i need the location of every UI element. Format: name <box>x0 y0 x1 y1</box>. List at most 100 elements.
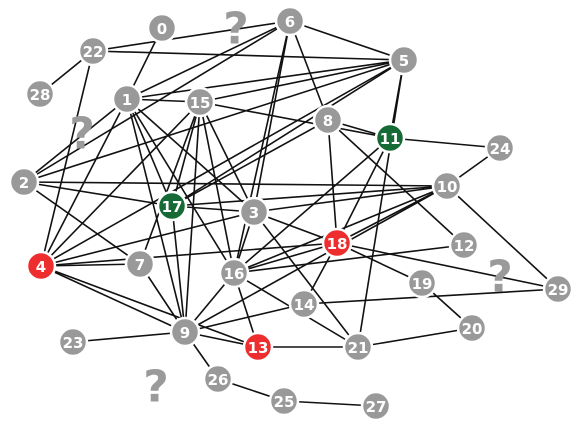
node-circle[interactable] <box>484 132 516 164</box>
node-circle[interactable] <box>242 331 274 363</box>
node-circle[interactable] <box>184 86 216 118</box>
node-circle[interactable] <box>312 104 344 136</box>
node-circle[interactable] <box>156 190 188 222</box>
node-label: 23 <box>63 334 84 352</box>
node-12[interactable]: 12 <box>448 229 480 261</box>
edge-5-1 <box>126 59 405 100</box>
node-circle[interactable] <box>24 78 56 110</box>
node-23[interactable]: 23 <box>57 326 89 358</box>
node-circle[interactable] <box>124 248 156 280</box>
node-circle[interactable] <box>111 83 143 115</box>
node-label: 8 <box>323 112 333 130</box>
node-label: 12 <box>454 237 475 255</box>
node-circle[interactable] <box>274 5 306 37</box>
node-9[interactable]: 9 <box>169 316 201 348</box>
node-17[interactable]: 17 <box>156 190 188 222</box>
node-14[interactable]: 14 <box>288 288 320 320</box>
edge-4-13 <box>40 265 259 348</box>
node-0[interactable]: 0 <box>146 12 178 44</box>
node-22[interactable]: 22 <box>77 35 109 67</box>
node-18[interactable]: 18 <box>321 227 353 259</box>
edge-6-1 <box>126 20 291 100</box>
node-circle[interactable] <box>77 35 109 67</box>
node-circle[interactable] <box>342 331 374 363</box>
node-24[interactable]: 24 <box>484 132 516 164</box>
node-circle[interactable] <box>456 312 488 344</box>
node-label: 29 <box>548 281 569 299</box>
node-3[interactable]: 3 <box>238 196 270 228</box>
edge-8-18 <box>327 119 338 244</box>
edge-15-11 <box>199 101 391 139</box>
node-label: 26 <box>208 371 229 389</box>
node-7[interactable]: 7 <box>124 248 156 280</box>
node-circle[interactable] <box>146 12 178 44</box>
node-8[interactable]: 8 <box>312 104 344 136</box>
node-label: 22 <box>83 43 104 61</box>
edge-4-7 <box>40 263 141 267</box>
edge-9-23 <box>72 331 186 343</box>
node-21[interactable]: 21 <box>342 331 374 363</box>
edge-10-9 <box>184 185 448 333</box>
node-13[interactable]: 13 <box>242 331 274 363</box>
node-1[interactable]: 1 <box>111 83 143 115</box>
node-circle[interactable] <box>169 316 201 348</box>
node-label: 6 <box>285 13 295 31</box>
node-label: 28 <box>30 86 51 104</box>
node-circle[interactable] <box>268 385 300 417</box>
node-19[interactable]: 19 <box>406 267 438 299</box>
edge-18-16 <box>233 242 338 274</box>
node-label: 9 <box>180 324 190 342</box>
node-26[interactable]: 26 <box>202 363 234 395</box>
node-label: 1 <box>122 91 132 109</box>
edge-14-9 <box>184 303 305 333</box>
node-25[interactable]: 25 <box>268 385 300 417</box>
node-2[interactable]: 2 <box>8 166 40 198</box>
edge-1-17 <box>126 98 173 207</box>
node-circle[interactable] <box>542 273 574 305</box>
node-28[interactable]: 28 <box>24 78 56 110</box>
node-20[interactable]: 20 <box>456 312 488 344</box>
node-label: 10 <box>437 178 458 196</box>
node-label: 3 <box>249 204 259 222</box>
node-4[interactable]: 4 <box>25 250 57 282</box>
edge-5-21 <box>357 59 405 348</box>
node-label: 21 <box>348 339 369 357</box>
question-mark-icon: ? <box>223 4 249 55</box>
edge-17-10 <box>171 185 448 207</box>
node-label: 15 <box>190 94 211 112</box>
node-label: 25 <box>274 393 295 411</box>
node-circle[interactable] <box>388 44 420 76</box>
node-circle[interactable] <box>57 326 89 358</box>
edge-22-4 <box>40 50 94 267</box>
node-6[interactable]: 6 <box>274 5 306 37</box>
edge-15-3 <box>199 101 255 213</box>
node-16[interactable]: 16 <box>218 257 250 289</box>
node-circle[interactable] <box>406 267 438 299</box>
edge-5-2 <box>23 59 405 183</box>
node-circle[interactable] <box>8 166 40 198</box>
node-27[interactable]: 27 <box>360 390 392 422</box>
node-29[interactable]: 29 <box>542 273 574 305</box>
node-circle[interactable] <box>238 196 270 228</box>
edge-18-29 <box>336 242 559 290</box>
node-circle[interactable] <box>448 229 480 261</box>
node-circle[interactable] <box>321 227 353 259</box>
node-5[interactable]: 5 <box>388 44 420 76</box>
node-circle[interactable] <box>25 250 57 282</box>
node-label: 11 <box>380 130 401 148</box>
node-circle[interactable] <box>202 363 234 395</box>
edge-4-18 <box>40 242 338 267</box>
node-circle[interactable] <box>288 288 320 320</box>
node-circle[interactable] <box>360 390 392 422</box>
edge-11-24 <box>389 137 501 149</box>
node-circle[interactable] <box>431 170 463 202</box>
node-circle[interactable] <box>374 122 406 154</box>
node-10[interactable]: 10 <box>431 170 463 202</box>
node-circle[interactable] <box>218 257 250 289</box>
node-11[interactable]: 11 <box>374 122 406 154</box>
question-mark-layer: ? ? ? ? <box>69 4 513 413</box>
node-label: 5 <box>399 52 409 70</box>
node-15[interactable]: 15 <box>184 86 216 118</box>
edge-2-10 <box>23 181 448 187</box>
